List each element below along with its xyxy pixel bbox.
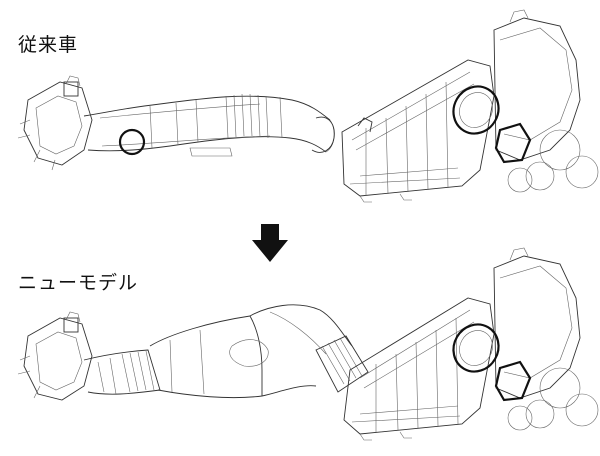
old-throttle-body: [17, 75, 93, 171]
new-throttle-body: [17, 311, 93, 401]
new-engine-parts: [452, 247, 599, 431]
new-air-cleaner: [343, 297, 495, 441]
new-bellows: [83, 349, 161, 395]
new-model-drawing: [17, 247, 599, 441]
old-air-cleaner: [341, 59, 495, 203]
old-model-drawing: [17, 9, 599, 203]
old-model-label: 従来車: [18, 34, 79, 56]
old-intake-tube: [83, 93, 335, 157]
new-connector: [315, 335, 369, 393]
old-engine-parts: [452, 9, 599, 193]
new-resonator-duct: [149, 304, 353, 399]
down-arrow: [252, 224, 288, 262]
new-model-label: ニューモデル: [18, 272, 139, 294]
